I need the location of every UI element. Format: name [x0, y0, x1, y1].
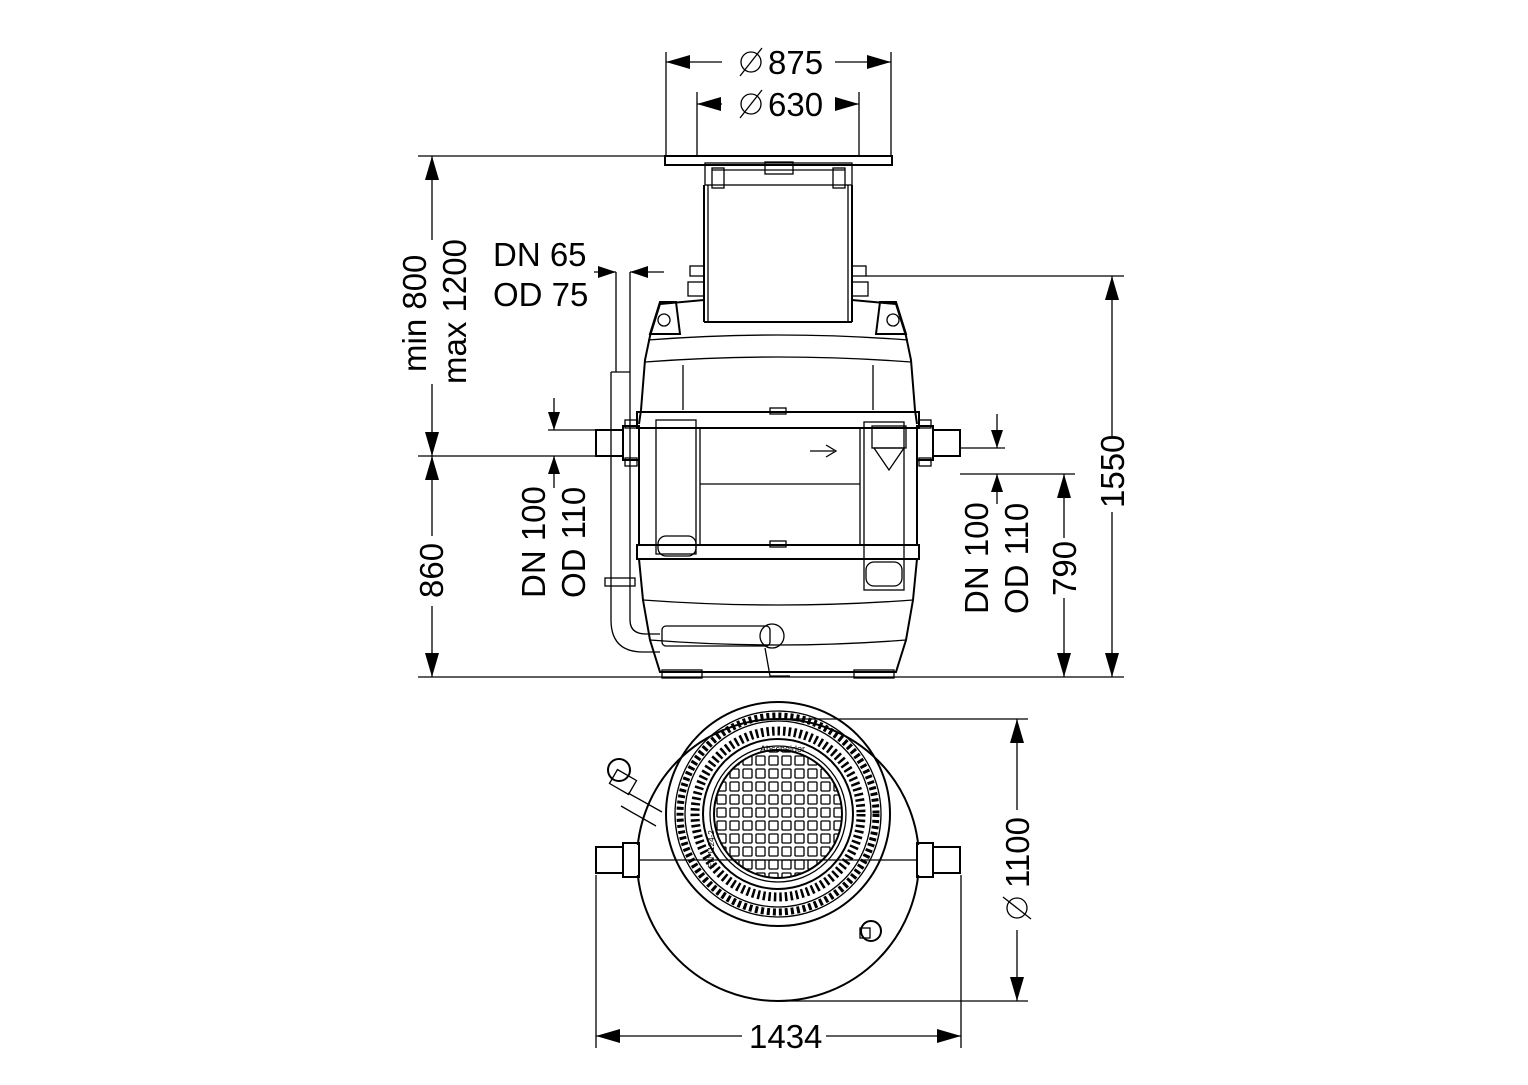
outlet-dn-label: DN 100: [958, 502, 995, 614]
top-riser: [859, 920, 882, 942]
diameter-symbol: [739, 89, 763, 119]
cover-inner-slot-ring: [690, 726, 866, 902]
cover-grate: [713, 749, 843, 879]
dimension-total-width: 1434: [595, 875, 962, 1055]
total-height-label: 1550: [1094, 435, 1131, 508]
top-inlet-stub: [595, 842, 640, 878]
inlet-stub: [595, 419, 640, 467]
dimension-total-height: 1550: [866, 275, 1131, 677]
inlet-od-label: OD 110: [555, 487, 592, 598]
tank-body: [636, 299, 920, 679]
ext-max-label: max 1200: [436, 239, 473, 384]
vent-dn-label: DN 65: [493, 236, 587, 273]
top-vent-pipe: [607, 758, 663, 827]
dimension-outlet-pipe: DN 100 OD 110: [958, 414, 1075, 614]
inlet-dn-label: DN 100: [515, 486, 552, 598]
dimension-outlet-height: 790: [1046, 474, 1083, 677]
cover-outer-ring: [665, 701, 891, 927]
cover-frame: [664, 155, 893, 189]
extension-shaft: [687, 185, 869, 322]
dim-875: 875: [768, 44, 823, 81]
outlet-height-label: 790: [1046, 541, 1083, 596]
flow-arrow-icon: [810, 444, 838, 458]
dimension-cover-outer: 875: [665, 44, 892, 156]
total-width-label: 1434: [749, 1018, 822, 1055]
ext-min-label: min 800: [396, 255, 433, 372]
dimension-tank-diameter: 1100: [778, 718, 1036, 1002]
diameter-symbol: [1002, 896, 1032, 920]
dimension-extension-height: min 800 max 1200: [396, 155, 665, 456]
tank-diameter-label: 1100: [999, 817, 1036, 888]
dimension-inlet-height: 860: [413, 455, 596, 677]
cover-marking: Abscheider: [760, 744, 805, 754]
inlet-height-label: 860: [413, 543, 450, 598]
dimension-inlet-pipe: DN 100 OD 110: [515, 398, 596, 598]
side-view: 875 630: [396, 44, 1131, 679]
dimension-cover-inner: 630: [696, 86, 860, 156]
outlet-od-label: OD 110: [998, 503, 1035, 614]
dimension-vent-pipe: DN 65 OD 75: [493, 236, 664, 313]
outlet-stub: [916, 419, 961, 467]
dim-630: 630: [768, 86, 823, 123]
diameter-symbol: [739, 47, 763, 77]
top-outlet-stub: [916, 842, 961, 878]
cover-side-marking: EN 1124-2: [707, 830, 716, 868]
top-view: Abscheider EN 1124-2 1100 1434: [595, 701, 1036, 1055]
vent-pipe: [604, 272, 660, 653]
vent-od-label: OD 75: [493, 276, 588, 313]
cover-slot-ring: [676, 712, 880, 916]
